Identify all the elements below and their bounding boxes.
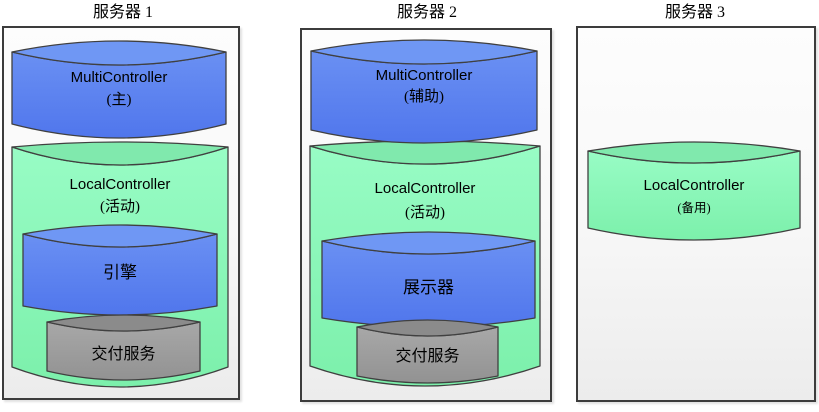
server3-localcontroller-label: LocalController: [643, 177, 745, 194]
server2-multicontroller-cylinder-top: [310, 39, 538, 65]
server1-delivery-service-cylinder-top: [46, 314, 201, 332]
server3-localcontroller-role: (备用): [677, 201, 711, 215]
server2-multicontroller-role: (辅助): [404, 89, 444, 105]
server2-localcontroller-role: (活动): [405, 205, 445, 221]
server2-localcontroller-label: LocalController: [374, 180, 476, 197]
server1-multicontroller-role: (主): [106, 92, 132, 108]
server2-presenter-label: 展示器: [403, 278, 454, 297]
server2-multicontroller-label: MultiController: [375, 67, 473, 84]
server3-localcontroller-cylinder-body: [587, 150, 801, 241]
server1-localcontroller-cylinder-top: [11, 141, 229, 166]
server3-title: 服务器 3: [664, 4, 725, 21]
server2-title: 服务器 2: [396, 4, 457, 21]
server1-delivery-service-label: 交付服务: [91, 346, 156, 363]
server1-multicontroller-cylinder-top: [11, 40, 227, 66]
server1-multicontroller-label: MultiController: [70, 69, 168, 86]
server1-engine-cylinder-top: [22, 224, 218, 248]
server2-presenter-cylinder-top: [321, 231, 536, 255]
server1-localcontroller-role: (活动): [100, 199, 140, 215]
server1-title: 服务器 1: [92, 4, 153, 21]
server3-localcontroller-cylinder-top: [587, 141, 801, 164]
server1-engine-label: 引擎: [103, 263, 137, 282]
server2-delivery-service-label: 交付服务: [395, 348, 460, 365]
server1-localcontroller-label: LocalController: [69, 176, 171, 193]
server2-delivery-service-cylinder-top: [356, 319, 499, 337]
